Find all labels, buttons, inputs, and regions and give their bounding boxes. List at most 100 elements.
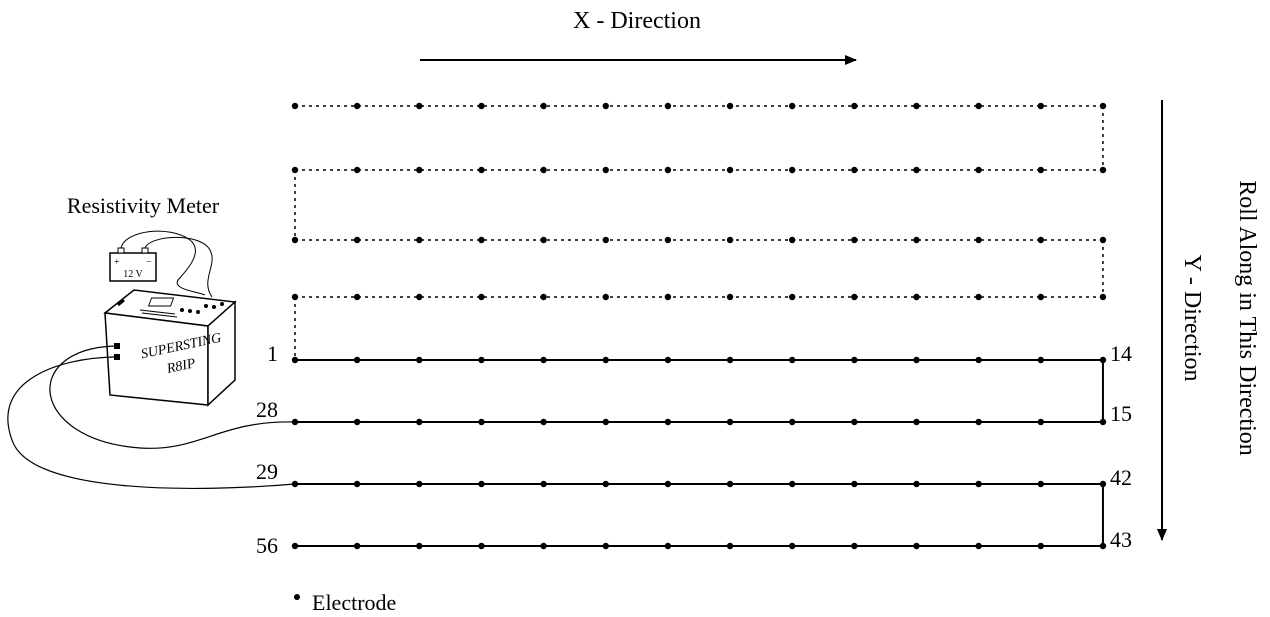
electrode-dot [353,418,361,426]
electrode-dot [789,102,796,110]
electrode-dot [540,542,547,550]
electrode-dot [478,236,485,244]
electrode-dot [1099,166,1107,174]
electrode-dot [975,418,982,426]
electrode-dot [1037,542,1045,550]
electrode-dot [291,102,299,110]
electrode-dot [913,542,920,550]
electrode-dot [478,418,485,426]
electrode-dot [789,480,796,488]
electrode-dot [416,166,423,174]
electrode-dot [416,236,423,244]
meter-model-text: R8IP [165,356,198,377]
electrode-dot [664,236,672,244]
electrode-dot [851,236,858,244]
electrode-dot [1099,542,1107,550]
electrode-dot [975,166,982,174]
electrode-dot [913,236,920,244]
electrode-dot [851,542,858,550]
electrode-dot [1037,236,1045,244]
electrode-dot [602,418,609,426]
electrode-dot [789,293,796,301]
electrode-dot [540,102,547,110]
electrode-dot [291,166,299,174]
electrode-dot [478,356,485,364]
electrode-dot [1037,418,1045,426]
electrode-number-15: 15 [1110,401,1132,426]
electrode-dot [726,166,734,174]
electrode-dot [664,102,672,110]
electrode-dot [975,293,982,301]
electrode-dot [416,418,423,426]
electrode-dot [478,480,485,488]
electrode-number-28: 28 [256,397,278,422]
electrode-dot [478,542,485,550]
roll-along-label: Roll Along in This Direction [1234,180,1260,456]
electrode-number-29: 29 [256,459,278,484]
electrode-dot [664,542,672,550]
electrode-dot [1037,480,1045,488]
legend-electrode-label: Electrode [312,590,396,615]
electrode-dot [602,480,609,488]
electrode-dot [851,480,858,488]
battery-icon: + − 12 V [109,247,157,282]
electrode-dot [913,480,920,488]
electrode-dot [602,102,609,110]
electrode-dot [913,293,920,301]
electrode-dot [416,542,423,550]
cable-to-electrode-29 [7,356,296,489]
electrode-dot [726,418,734,426]
electrode-dot [602,166,609,174]
electrode-dot [1099,418,1107,426]
electrode-dot [789,418,796,426]
battery-plus-sign: + [114,257,120,268]
electrode-dot [726,542,734,550]
electrode-dot [851,166,858,174]
electrode-dot [416,102,423,110]
electrode-dot [726,356,734,364]
electrode-dot [602,293,609,301]
electrode-dot [664,293,672,301]
electrode-dot [291,356,299,364]
electrode-dot [975,236,982,244]
electrode-dot [540,356,547,364]
electrode-dot [726,102,734,110]
electrode-dot [291,542,299,550]
battery-minus-sign: − [146,257,152,268]
electrode-dot [975,102,982,110]
electrode-dot [789,236,796,244]
electrode-number-42: 42 [1110,465,1132,490]
electrode-dot [540,166,547,174]
battery-voltage-label: 12 V [123,269,143,280]
supersting-meter-box: SUPERSTING R8IP [103,289,237,407]
electrode-dot [913,102,920,110]
electrode-dot [602,236,609,244]
electrode-dot [1099,293,1107,301]
electrode-dot [353,480,361,488]
electrode-dot [478,293,485,301]
electrode-dot [789,166,796,174]
battery-cable [144,236,213,298]
electrode-dot [851,102,858,110]
electrode-dot [1099,236,1107,244]
electrode-dot [1099,356,1107,364]
x-direction-label: X - Direction [573,8,701,34]
electrode-points [291,102,1107,550]
electrode-dot [416,356,423,364]
electrode-number-1: 1 [267,341,278,366]
legend-electrode-dot [294,594,300,600]
electrode-dot [789,356,796,364]
electrode-dot [540,293,547,301]
electrode-dot [664,480,672,488]
electrode-number-56: 56 [256,533,278,558]
electrode-dot [353,356,361,364]
electrode-dot [664,166,672,174]
electrode-dot [851,293,858,301]
electrode-dot [1037,293,1045,301]
electrode-dot [664,356,672,364]
electrode-dot [353,166,361,174]
resistivity-meter-title: Resistivity Meter [67,193,220,218]
electrode-dot [975,356,982,364]
electrode-dot [1037,102,1045,110]
